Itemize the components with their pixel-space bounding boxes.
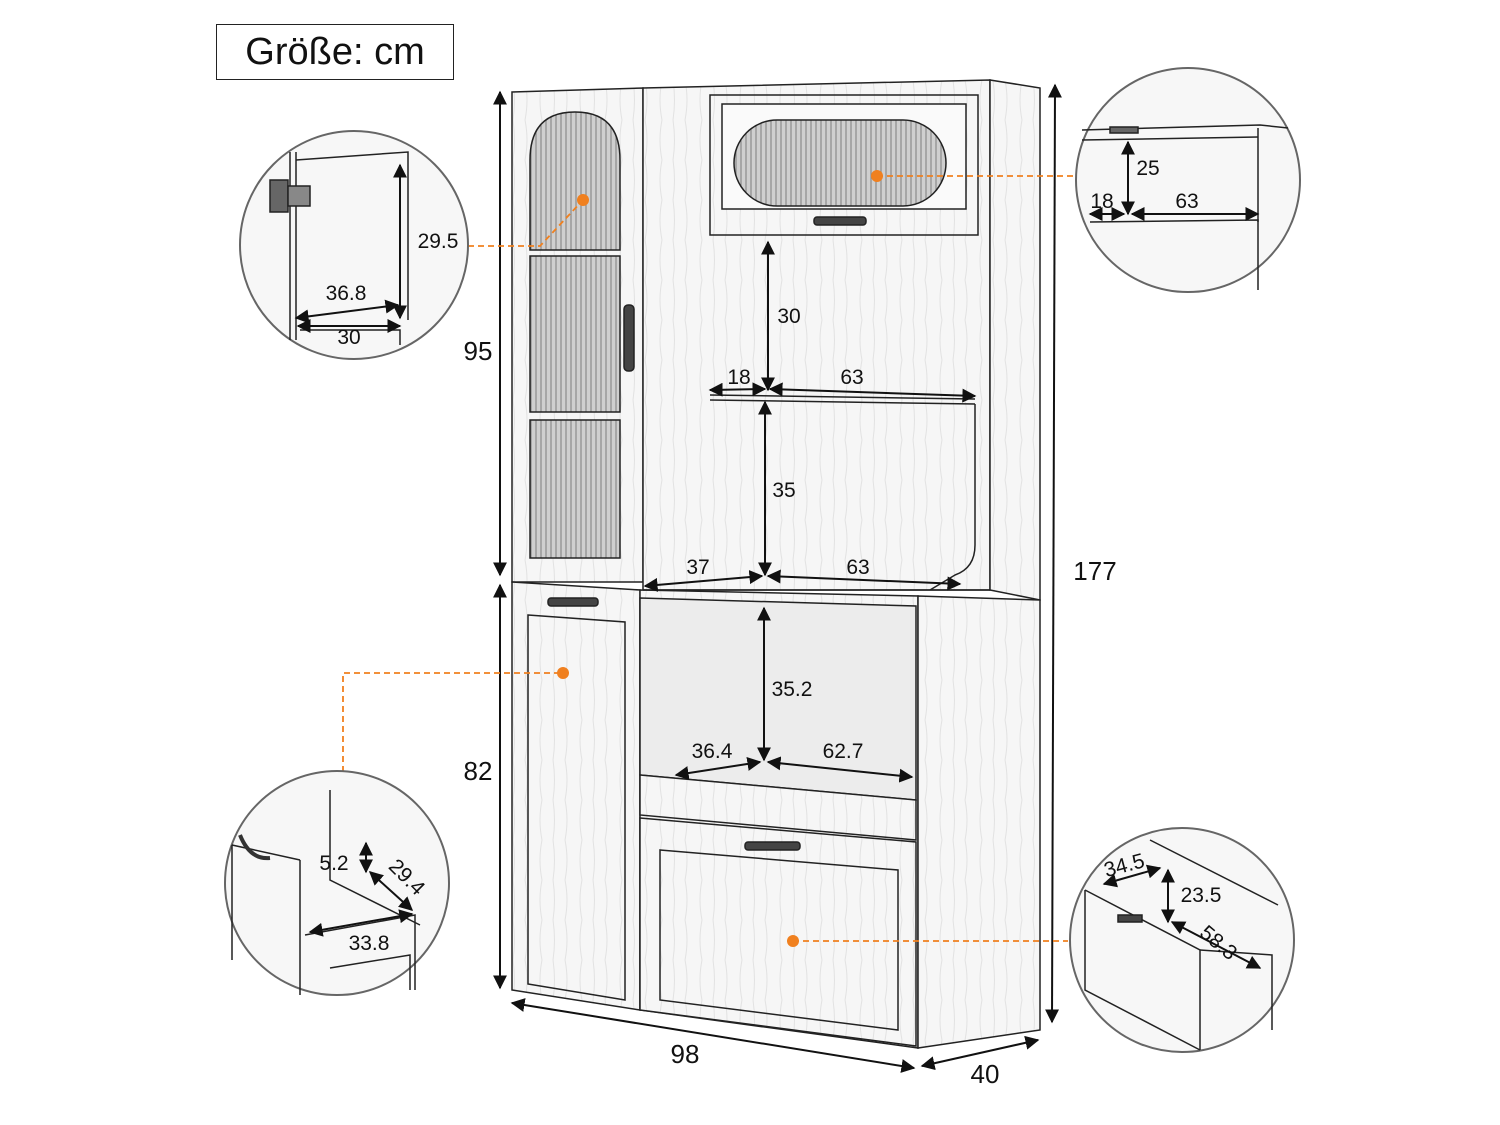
shelf2-depth-label: 37 [686, 556, 709, 579]
lower-right-side [917, 595, 1041, 1049]
niche-dimensions [674, 606, 914, 783]
drawer-height-label: 23.5 [1181, 884, 1222, 907]
detail-cabinet: 29.5 36.8 30 [239, 130, 469, 360]
lower-height-label: 82 [464, 756, 493, 786]
cabinet-height-label: 29.5 [418, 230, 459, 253]
lower-left-width-label: 33.8 [349, 932, 390, 955]
cabinet-depth-label: 36.8 [326, 282, 367, 305]
overall-dimensions [493, 83, 1062, 1073]
top-height-label: 25 [1136, 157, 1159, 180]
detail-drawer: 34.5 23.5 58.3 [1069, 827, 1295, 1053]
depth-label: 40 [971, 1059, 1000, 1089]
niche-depth-label: 36.4 [692, 740, 733, 763]
glass-door [529, 111, 635, 559]
unit-title: Größe: cm [216, 24, 454, 80]
upper-right-side [989, 79, 1041, 601]
lower-door-handle [547, 597, 599, 607]
shelf1-depth-label: 18 [727, 366, 750, 389]
upper-shelf-dimensions [643, 240, 977, 592]
detail-top: 25 18 63 [1075, 67, 1301, 293]
flip-handle [813, 216, 867, 226]
upper-height-label: 95 [464, 336, 493, 366]
callout-leaders [342, 175, 1075, 942]
drawer-handle [744, 841, 801, 851]
top-width-label: 63 [1175, 190, 1198, 213]
top-flip-cabinet [709, 94, 979, 236]
door-top-height-label: 30 [777, 305, 800, 328]
shelf2-height-label: 35 [772, 479, 795, 502]
lower-left-height-label: 5.2 [319, 852, 348, 875]
shelf1-width-label: 63 [840, 366, 863, 389]
microwave-niche [639, 597, 917, 841]
top-depth-label: 18 [1090, 190, 1113, 213]
detail-lower-left: 5.2 29.4 33.8 [224, 770, 450, 996]
niche-width-label: 62.7 [823, 740, 864, 763]
width-label: 98 [671, 1039, 700, 1069]
callout-dots [557, 170, 883, 947]
door-handle [623, 304, 635, 372]
shelf2-width-label: 63 [846, 556, 869, 579]
lower-left-cabinet [511, 581, 641, 1011]
lower-drawer [639, 817, 917, 1047]
cabinet-width-label: 30 [337, 326, 360, 349]
total-height-label: 177 [1073, 556, 1116, 586]
niche-height-label: 35.2 [772, 678, 813, 701]
